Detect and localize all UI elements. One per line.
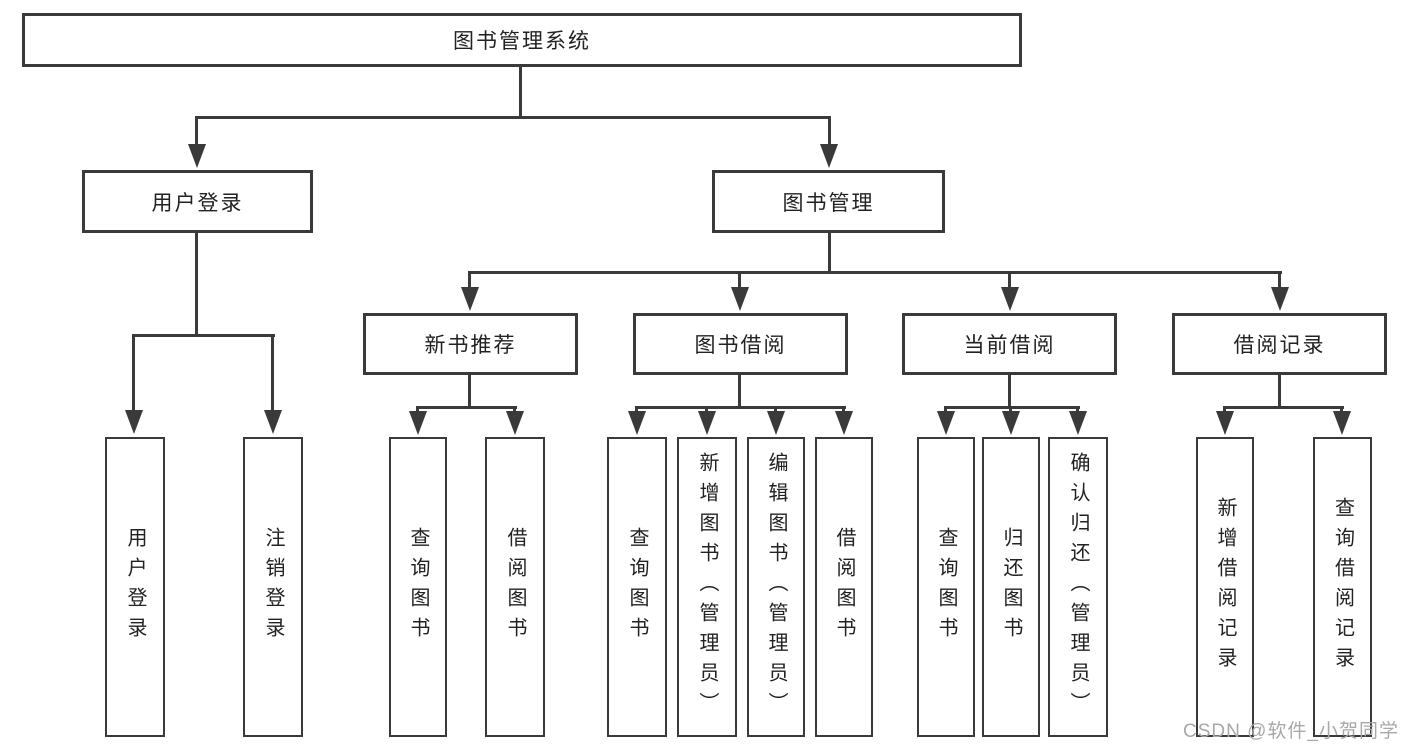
node-label: 当前借阅 [963, 334, 1056, 357]
node-label: 用户登录 [151, 191, 244, 215]
connector-line [944, 406, 947, 415]
connector-line [774, 406, 777, 415]
connector-line [1076, 406, 1079, 415]
arrow-down-icon [628, 411, 646, 435]
connector-line [828, 233, 831, 274]
connector-line [1009, 406, 1012, 415]
arrow-down-icon [506, 411, 524, 435]
connector-line [195, 233, 198, 336]
node-label: 图书管理 [782, 191, 875, 215]
connector-line [271, 334, 274, 414]
arrow-down-icon [937, 411, 955, 435]
node-borrow-books: 借阅图书 [815, 437, 873, 737]
node-label: 查询图书 [935, 527, 957, 647]
node-query-books: 查询图书 [917, 437, 975, 737]
node-label: 查询图书 [626, 527, 648, 647]
node-label: 查询借阅记录 [1331, 497, 1354, 677]
node-label: 查询图书 [407, 527, 429, 647]
node-confirm-return-admin: 确认归还（管理员） [1048, 437, 1108, 737]
arrow-down-icon [409, 411, 427, 435]
arrow-down-icon [461, 287, 479, 311]
connector-line [944, 406, 1080, 409]
node-label: 借阅记录 [1233, 334, 1326, 357]
node-user-login: 用户登录 [82, 170, 313, 233]
connector-line [1223, 406, 1226, 415]
connector-line [828, 116, 831, 148]
arrow-down-icon [1002, 411, 1020, 435]
connector-line [132, 334, 275, 337]
node-book-borrowing: 图书借阅 [633, 313, 848, 375]
node-label: 图书借阅 [694, 334, 787, 357]
connector-line [468, 271, 1282, 274]
connector-line [468, 375, 471, 408]
node-label: 用户登录 [124, 527, 146, 647]
node-label: 归还图书 [1000, 527, 1022, 647]
connector-line [1008, 375, 1011, 408]
arrow-down-icon [698, 411, 716, 435]
arrow-down-icon [731, 287, 749, 311]
node-query-books: 查询图书 [607, 437, 667, 737]
node-user-login-action: 用户登录 [105, 437, 165, 737]
node-add-books-admin: 新增图书（管理员） [677, 437, 737, 737]
node-library-management-system: 图书管理系统 [22, 13, 1022, 67]
arrow-down-icon [1271, 287, 1289, 311]
node-return-books: 归还图书 [982, 437, 1040, 737]
connector-line [738, 271, 741, 291]
arrow-down-icon [820, 144, 838, 168]
connector-line [1340, 406, 1343, 415]
node-label: 新增借阅记录 [1214, 497, 1236, 677]
connector-line [635, 406, 638, 415]
node-book-management: 图书管理 [712, 170, 945, 233]
connector-line [705, 406, 708, 415]
node-new-book-recommend: 新书推荐 [363, 313, 578, 375]
node-label: 新书推荐 [424, 334, 517, 357]
arrow-down-icon [264, 410, 282, 434]
connector-line [519, 67, 522, 118]
arrow-down-icon [188, 144, 206, 168]
node-label: 新增图书（管理员） [696, 452, 718, 722]
node-label: 注销登录 [262, 527, 284, 647]
node-label: 确认归还（管理员） [1067, 452, 1089, 722]
node-query-borrow-record: 查询借阅记录 [1313, 437, 1372, 737]
connector-line [132, 334, 135, 414]
node-label: 借阅图书 [504, 527, 526, 647]
node-label: 图书管理系统 [453, 30, 591, 53]
node-label: 借阅图书 [833, 527, 855, 647]
connector-line [468, 271, 471, 291]
arrow-down-icon [1216, 411, 1234, 435]
node-label: 编辑图书（管理员） [765, 452, 787, 722]
node-add-borrow-record: 新增借阅记录 [1196, 437, 1254, 737]
connector-line [1278, 375, 1281, 408]
arrow-down-icon [125, 410, 143, 434]
node-logout-action: 注销登录 [243, 437, 303, 737]
connector-line [416, 406, 419, 415]
connector-line [635, 406, 846, 409]
node-query-books: 查询图书 [389, 437, 447, 737]
arrow-down-icon [1069, 411, 1087, 435]
node-edit-books-admin: 编辑图书（管理员） [747, 437, 805, 737]
connector-line [513, 406, 516, 415]
arrow-down-icon [1001, 287, 1019, 311]
connector-line [1223, 406, 1344, 409]
arrow-down-icon [1333, 411, 1351, 435]
connector-line [416, 406, 517, 409]
node-current-borrowing: 当前借阅 [902, 313, 1117, 375]
connector-line [1008, 271, 1011, 291]
watermark: CSDN @软件_小贺同学 [1183, 721, 1399, 742]
connector-line [195, 116, 831, 119]
connector-line [738, 375, 741, 408]
connector-line [195, 116, 198, 148]
node-borrowing-records: 借阅记录 [1172, 313, 1387, 375]
connector-line [1278, 271, 1281, 291]
arrow-down-icon [835, 411, 853, 435]
arrow-down-icon [767, 411, 785, 435]
node-borrow-books: 借阅图书 [485, 437, 545, 737]
connector-line [842, 406, 845, 415]
